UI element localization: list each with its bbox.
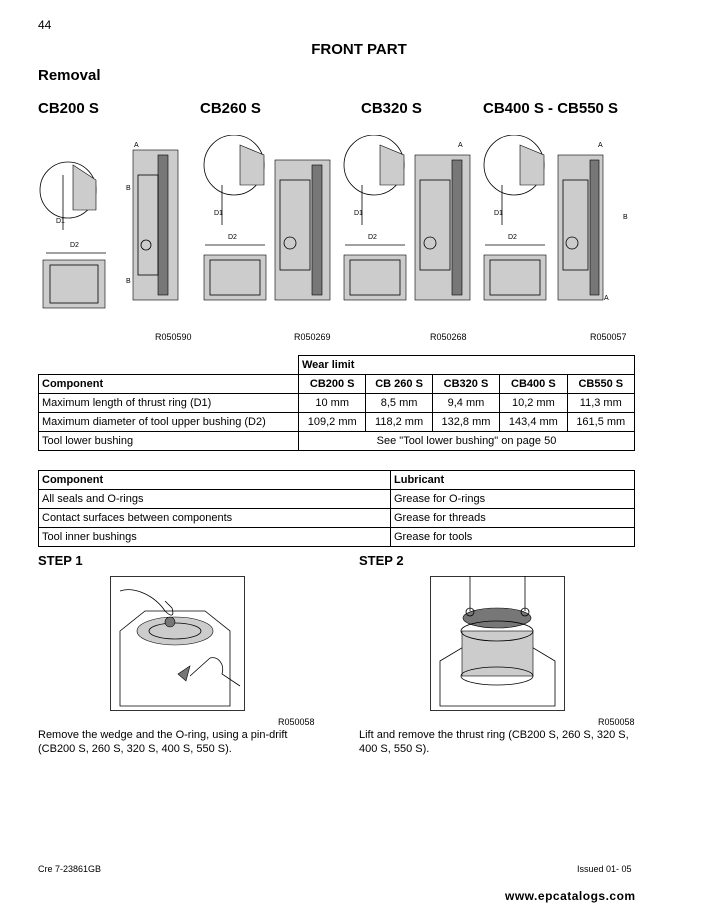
step-1-illustration xyxy=(110,576,245,711)
model-heading-cb320: CB320 S xyxy=(361,100,422,117)
column-header: CB550 S xyxy=(566,374,636,394)
table-row: Contact surfaces between components Grea… xyxy=(38,508,635,528)
table-row: Maximum diameter of tool upper bushing (… xyxy=(38,412,636,432)
label-a: A xyxy=(458,142,463,149)
model-heading-cb400-550: CB400 S - CB550 S xyxy=(483,100,619,117)
wear-limit-table: Wear limit Component CB200 S CB 260 S CB… xyxy=(38,355,636,451)
label-d1: D1 xyxy=(56,218,65,225)
figure-cb400-550: D1 D2 A B A xyxy=(483,135,628,302)
table-row: Maximum length of thrust ring (D1) 10 mm… xyxy=(38,393,636,413)
figure-ref-2: R050269 xyxy=(294,332,331,342)
label-d2: D2 xyxy=(508,234,517,241)
table-cell: 132,8 mm xyxy=(431,412,501,432)
table-cell: Grease for tools xyxy=(390,527,635,547)
figure-cb320: D1 D2 A xyxy=(343,135,471,301)
watermark: www.epcatalogs.com xyxy=(505,889,636,903)
table-cell: 8,5 mm xyxy=(365,393,433,413)
step-1-text: Remove the wedge and the O-ring, using a… xyxy=(38,729,288,755)
table-row: Tool lower bushing See "Tool lower bushi… xyxy=(38,431,635,451)
label-d1: D1 xyxy=(354,210,363,217)
step-2-text: Lift and remove the thrust ring (CB200 S… xyxy=(359,729,629,755)
label-a: A xyxy=(134,142,139,149)
label-b-lower: B xyxy=(126,278,131,285)
table-cell: See "Tool lower bushing" on page 50 xyxy=(298,431,635,451)
footer-doc-ref: Cre 7-23861GB xyxy=(38,864,102,874)
table-cell: 109,2 mm xyxy=(297,412,367,432)
table-cell: Maximum length of thrust ring (D1) xyxy=(38,393,299,413)
section-heading: Removal xyxy=(38,67,101,84)
wear-limit-header: Wear limit xyxy=(298,355,635,375)
page-title: FRONT PART xyxy=(311,41,407,58)
table-cell: 10,2 mm xyxy=(499,393,568,413)
table-cell: 118,2 mm xyxy=(365,412,433,432)
label-b: B xyxy=(126,185,131,192)
table-row: All seals and O-rings Grease for O-rings xyxy=(38,489,635,509)
step-2-illustration xyxy=(430,576,565,711)
table-cell: 143,4 mm xyxy=(499,412,568,432)
table-cell: Contact surfaces between components xyxy=(38,508,391,528)
step-2-ref: R050058 xyxy=(598,717,635,727)
figure-ref-3: R050268 xyxy=(430,332,467,342)
table-cell: 9,4 mm xyxy=(431,393,501,413)
table-cell: Tool inner bushings xyxy=(38,527,391,547)
label-d1: D1 xyxy=(494,210,503,217)
component-header: Component xyxy=(38,374,299,394)
table-cell: 10 mm xyxy=(297,393,367,413)
step-2-title: STEP 2 xyxy=(359,553,404,568)
label-d2: D2 xyxy=(228,234,237,241)
column-header: CB400 S xyxy=(499,374,568,394)
model-heading-cb200: CB200 S xyxy=(38,100,99,117)
component-header: Component xyxy=(38,470,391,490)
column-header: CB320 S xyxy=(431,374,501,394)
table-cell: Tool lower bushing xyxy=(38,431,299,451)
table-cell: Maximum diameter of tool upper bushing (… xyxy=(38,412,299,432)
lubricant-header: Lubricant xyxy=(390,470,635,490)
table-cell: Grease for threads xyxy=(390,508,635,528)
figure-ref-4: R050057 xyxy=(590,332,627,342)
step-1-title: STEP 1 xyxy=(38,553,83,568)
table-cell: 161,5 mm xyxy=(566,412,636,432)
label-a-lower: A xyxy=(604,295,609,302)
label-b: B xyxy=(623,214,628,221)
figure-cb200: D1 D2 A B B xyxy=(39,142,179,309)
table-cell: Grease for O-rings xyxy=(390,489,635,509)
page-number: 44 xyxy=(38,18,52,32)
label-a: A xyxy=(598,142,603,149)
label-d1: D1 xyxy=(214,210,223,217)
lubricant-table: Component Lubricant All seals and O-ring… xyxy=(38,470,635,547)
column-header: CB200 S xyxy=(297,374,367,394)
column-header: CB 260 S xyxy=(365,374,433,394)
footer-issued: Issued 01- 05 xyxy=(577,864,632,874)
step-1-ref: R050058 xyxy=(278,717,315,727)
figure-ref-1: R050590 xyxy=(155,332,192,342)
label-d2: D2 xyxy=(70,242,79,249)
table-cell: All seals and O-rings xyxy=(38,489,391,509)
table-row: Tool inner bushings Grease for tools xyxy=(38,527,635,547)
table-cell: 11,3 mm xyxy=(566,393,636,413)
label-d2: D2 xyxy=(368,234,377,241)
model-heading-cb260: CB260 S xyxy=(200,100,261,117)
figure-cb260: D1 D2 xyxy=(203,135,331,301)
